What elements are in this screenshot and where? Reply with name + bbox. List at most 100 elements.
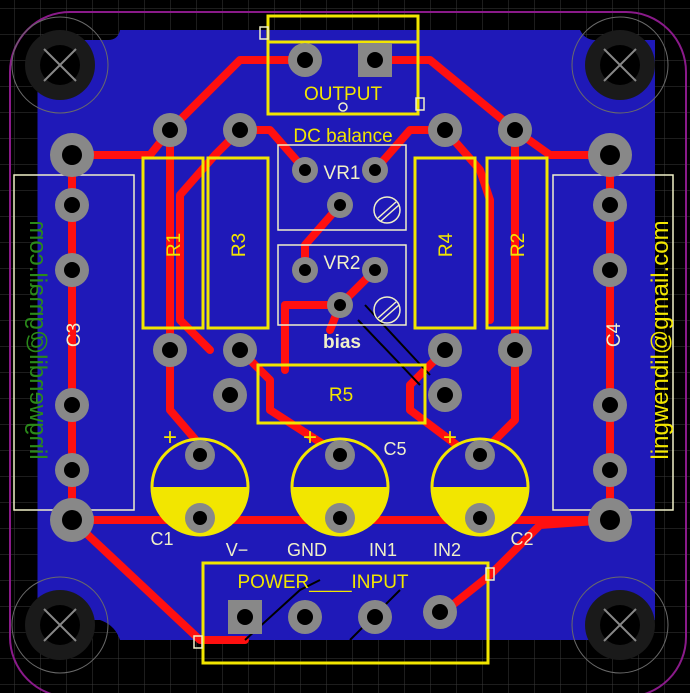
mounting-hole-bl [11,576,109,674]
pad-c3-4 [55,388,89,422]
pad-vr1-3 [327,192,353,218]
r4-label: R4 [436,232,457,257]
r2-label: R2 [508,233,529,257]
c2-plus-label: + [443,424,457,451]
pad-r3-bottom [223,333,257,367]
pad-vr2-1 [292,257,318,283]
silkscreen-outlines [141,14,549,665]
power-input-outline [201,561,490,665]
in1-label: IN1 [369,540,397,560]
trace-output-left [166,56,309,354]
pad-power-vminus [228,600,262,634]
pad-output-2 [358,43,392,77]
corner-mark-2 [415,97,425,111]
pad-c3-1 [50,133,94,177]
pad-vr1-2 [362,157,388,183]
trace-r4-r5 [406,346,474,459]
pad-output-1 [288,43,322,77]
pad-r1-bottom [153,333,187,367]
trace-c3-vminus [68,516,249,644]
r2-outline [485,156,549,330]
pad-c4-6 [588,498,632,542]
vr1-label: VR1 [324,163,361,184]
r3-outline [206,156,270,330]
pad-c4-5 [593,453,627,487]
corner-mark-4 [193,635,203,649]
pad-c5-minus [325,503,355,533]
r1-outline [141,156,205,330]
output-label: OUTPUT [304,84,383,105]
pad-r5-right [428,378,462,412]
c1-plus-label: + [163,424,177,451]
c3-label: C3 [64,323,85,347]
thin-trace-3 [244,579,321,641]
output-via [338,102,348,112]
c2-body [430,437,530,537]
vr2-label: VR2 [324,253,361,274]
vr1-screw-icon [373,196,401,224]
pad-r2-bottom [498,333,532,367]
pad-c3-3 [55,253,89,287]
c4-label: C4 [604,322,625,347]
output-connector-outline [266,14,420,116]
pads [50,43,632,634]
r5-outline [256,363,427,425]
corner-mark-3 [485,567,495,581]
pad-vr1-1 [292,157,318,183]
c1-body [150,437,250,537]
electrolytic-capacitors [150,437,530,537]
mounting-hole-tl [11,16,109,114]
email-left-mirrored-label: lingwendil@gmail.com [24,220,51,459]
in2-label: IN2 [433,540,461,560]
c5-plus-label: + [303,424,317,451]
trace-vr2-r5 [281,266,379,374]
trace-r4-lower [441,126,494,324]
v-minus-label: V− [226,540,249,560]
vr2-screw-icon [373,296,401,324]
corner-mark-1 [259,26,269,40]
r5-label: R5 [329,385,353,406]
power-input-label: POWER____INPUT [237,572,408,593]
r1-label: R1 [164,233,185,257]
bias-label: bias [323,332,361,353]
vr1-outline [277,144,407,231]
pad-c1-plus [185,440,215,470]
board-outline [9,11,687,693]
pad-c4-3 [593,253,627,287]
email-right-label: lingwendil@gmail.com [647,220,674,459]
silkscreen-text: OUTPUT DC balance VR1 VR2 bias R1 R3 R4 … [24,84,674,593]
pad-c2-plus [465,440,495,470]
r4-outline [413,156,477,330]
pad-power-in1 [358,600,392,634]
mounting-hole-br [571,576,669,674]
pad-power-in2 [423,595,457,629]
r3-label: R3 [229,233,250,257]
dc-balance-label: DC balance [293,126,392,147]
pad-r3-top [223,113,257,147]
c5-label: C5 [383,439,406,459]
pad-c4-4 [593,388,627,422]
c2-label: C2 [510,529,533,549]
pad-r2-top [498,113,532,147]
pad-c4-1 [588,133,632,177]
pad-c3-2 [55,188,89,222]
gnd-label: GND [287,540,327,560]
pad-vr2-3 [327,292,353,318]
pad-r4-bottom [428,333,462,367]
pad-r5-left [213,378,247,412]
pad-c3-6 [50,498,94,542]
trimmer-symbols [373,196,401,324]
pad-r4-top [428,113,462,147]
pad-c4-2 [593,188,627,222]
trace-r3-upper [176,126,244,354]
c1-label: C1 [150,529,173,549]
pad-c2-minus [465,503,495,533]
trace-r3-r5 [236,346,344,459]
trace-c4-in2 [436,516,614,619]
pad-c5-plus [325,440,355,470]
pad-c1-minus [185,503,215,533]
vr2-outline [277,244,407,326]
pad-power-gnd [288,600,322,634]
pad-c3-5 [55,453,89,487]
